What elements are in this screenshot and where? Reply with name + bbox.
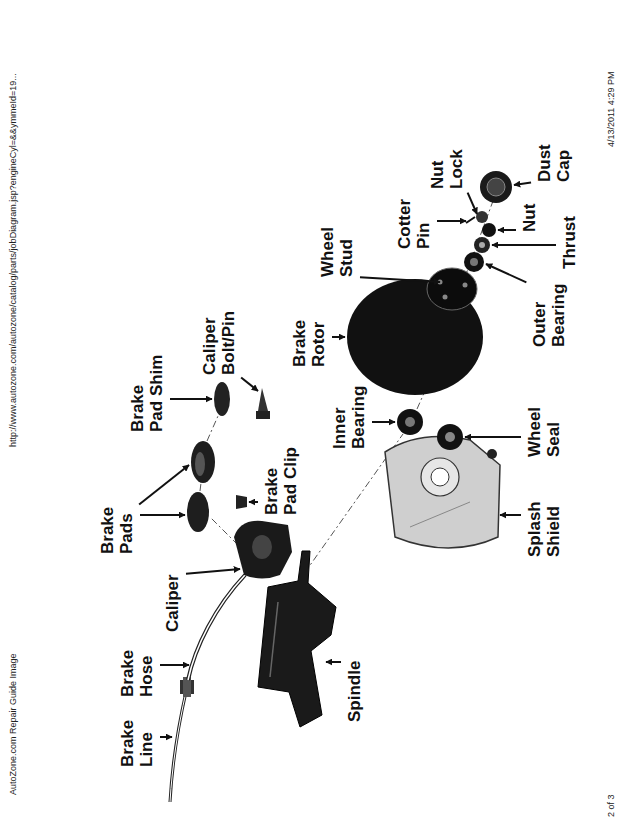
part-label: Brake Rotor <box>290 320 328 367</box>
part-label: Nut <box>520 204 539 232</box>
part-label: Caliper Bolt/Pin <box>200 311 238 375</box>
brake-rotor <box>347 268 483 395</box>
leader-arrow <box>241 377 258 391</box>
leader-arrow <box>186 569 240 574</box>
part-label: Brake Pad Clip <box>262 435 300 515</box>
leader-arrow <box>372 421 395 423</box>
leader-arrow <box>500 514 521 516</box>
brake-pad-clip <box>236 495 247 509</box>
page-header: AutoZone.com Repair Guide Image <box>8 653 19 795</box>
part-label: Wheel Stud <box>318 227 356 277</box>
leader-arrow <box>326 661 341 663</box>
leader-arrow <box>468 193 477 214</box>
part-label: Inner Bearing <box>330 386 368 449</box>
leader-arrow <box>249 501 258 503</box>
leader-arrow <box>437 220 466 222</box>
part-label: Spindle <box>345 661 364 722</box>
leader-lines <box>139 183 556 737</box>
part-label: Brake Hose <box>118 650 156 697</box>
brake-hose <box>188 575 245 680</box>
brake-pads <box>187 441 215 532</box>
part-label: Cotter Pin <box>395 199 433 249</box>
leader-arrow <box>139 465 189 505</box>
leader-arrow <box>514 183 531 185</box>
splash-shield <box>385 436 500 548</box>
brake-pad-shim <box>214 382 230 416</box>
page-url: http://www.autozone.com/autozone/catalog… <box>8 73 19 447</box>
leader-arrow <box>498 229 516 231</box>
caliper <box>234 521 292 579</box>
leader-arrow <box>332 336 345 338</box>
caliper-bolt <box>256 388 270 419</box>
print-date: 4/13/2011 4:29 PM <box>606 72 617 147</box>
part-label: Brake Pads <box>98 507 136 554</box>
inner-bearing <box>397 409 423 435</box>
leader-arrow <box>486 264 526 282</box>
leader-arrow <box>140 514 185 516</box>
part-label: Brake Pad Shim <box>128 352 166 432</box>
part-label: Outer Bearing <box>530 284 568 347</box>
part-label: Wheel Seal <box>525 407 563 457</box>
hub-hardware <box>464 171 512 272</box>
part-label: Splash Shield <box>525 501 563 557</box>
brake-line <box>170 677 194 802</box>
part-label: Thrust <box>560 216 579 269</box>
wheel-seal <box>437 424 497 459</box>
leader-arrow <box>465 436 521 438</box>
leader-arrow <box>160 664 189 666</box>
part-label: Dust Cap <box>535 144 573 182</box>
leader-arrow <box>170 398 212 400</box>
part-label: Brake Line <box>118 720 156 767</box>
page-number: 2 of 3 <box>606 794 617 817</box>
leader-arrow <box>492 244 556 246</box>
part-label: Nut Lock <box>428 149 466 189</box>
leader-arrow <box>160 736 172 738</box>
leader-arrow <box>360 277 440 282</box>
part-label: Caliper <box>163 574 182 632</box>
